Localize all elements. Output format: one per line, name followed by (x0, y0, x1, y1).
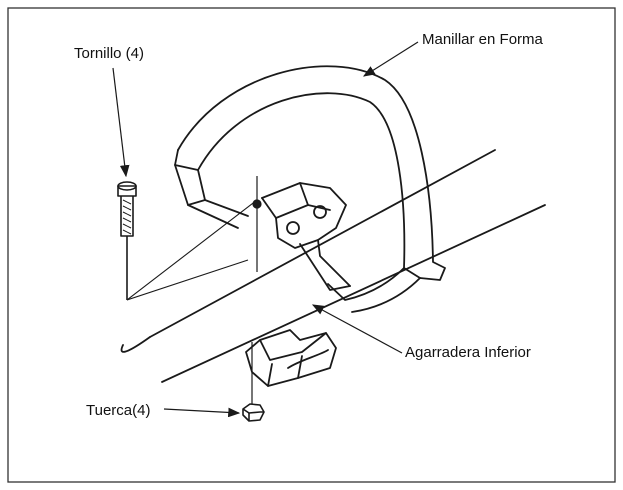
leader-tuerca (163, 407, 241, 418)
leader-tornillo (112, 67, 130, 178)
lower-clamp (245, 329, 337, 387)
label-tornillo: Tornillo (4) (74, 45, 145, 62)
loop-handle (174, 65, 446, 313)
diagram-frame (7, 7, 616, 483)
bolt-axis (251, 176, 262, 404)
label-manillar: Manillar en Forma (422, 31, 543, 48)
label-tuerca: Tuerca(4) (86, 402, 151, 419)
leader-arrows (112, 41, 419, 418)
leader-agarradera (311, 304, 403, 354)
main-tube (120, 149, 546, 383)
leader-manillar (362, 41, 419, 77)
upper-clamp (261, 182, 351, 291)
label-agarradera: Agarradera Inferior (405, 344, 531, 361)
guide-lines (126, 199, 258, 301)
screw (117, 181, 137, 300)
nut (242, 403, 265, 422)
